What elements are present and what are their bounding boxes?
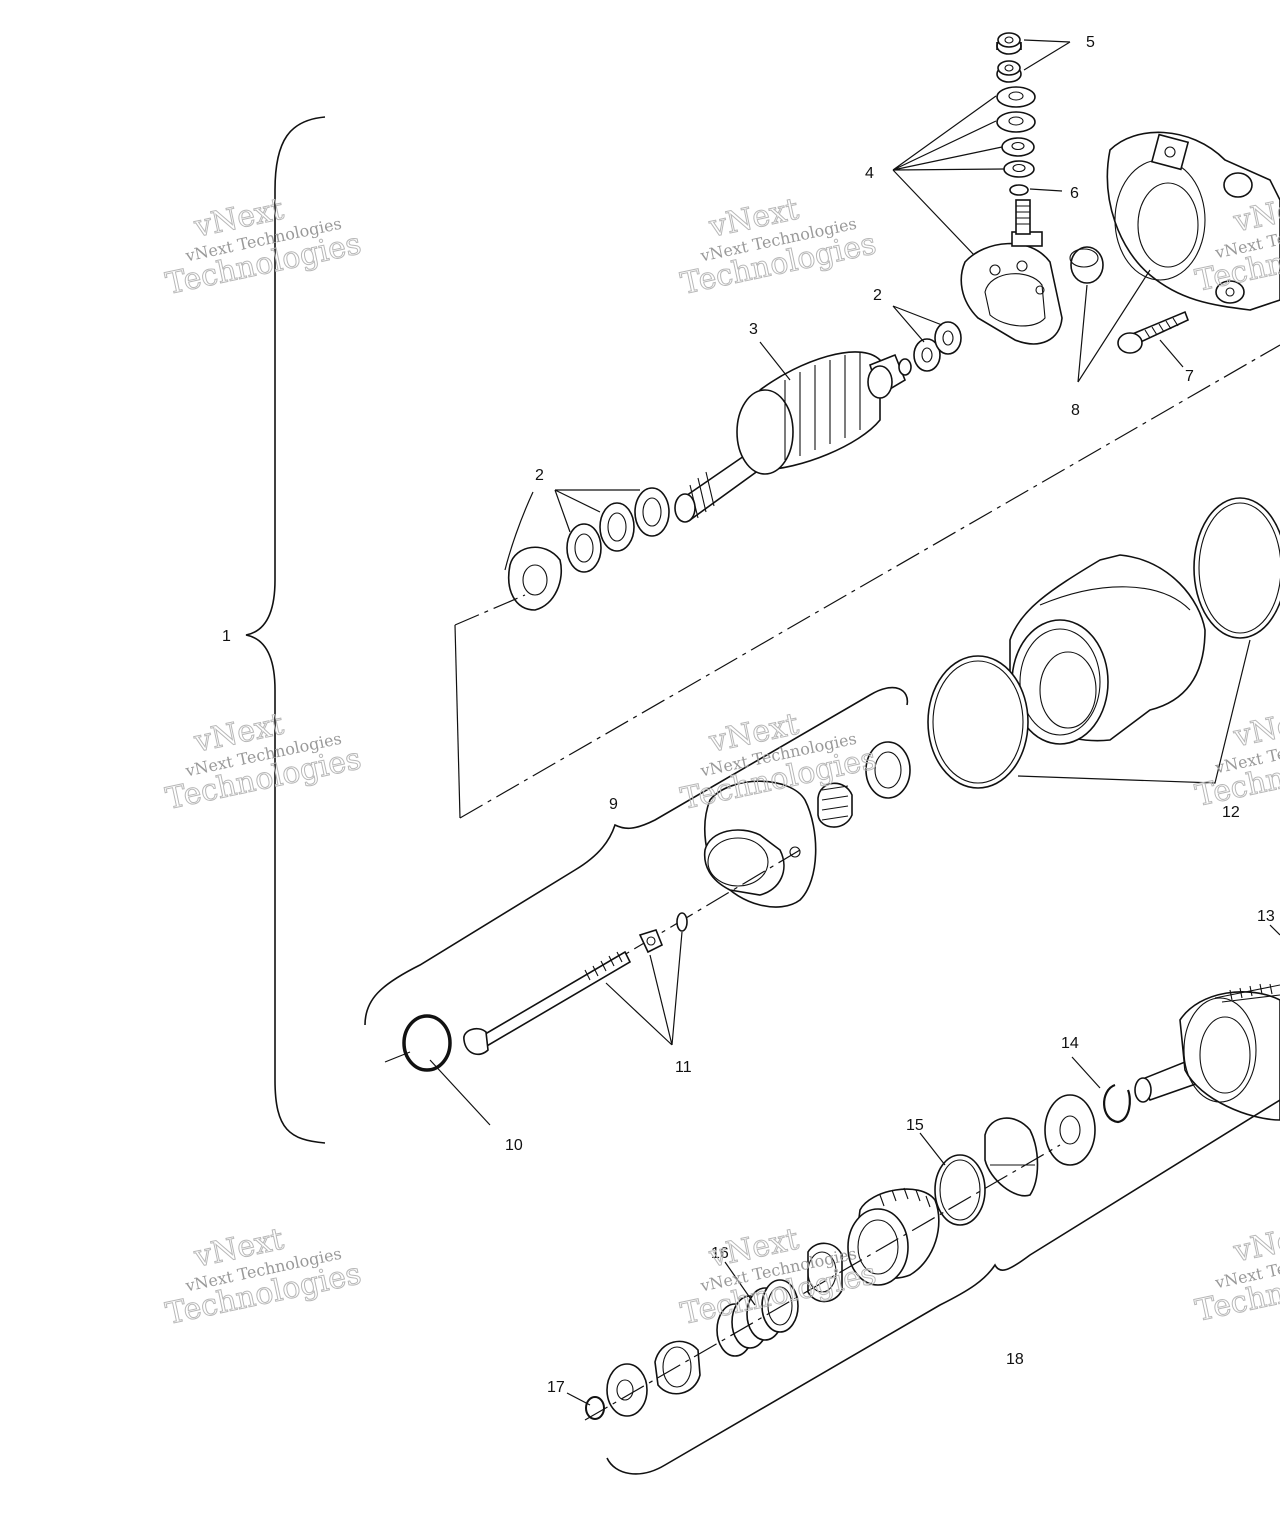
callout-5: 5: [1086, 34, 1095, 51]
watermark-bottom-right: vNext vNext Technologies Technologies: [1192, 1216, 1280, 1329]
callout-17: 17: [547, 1379, 565, 1396]
pinion-gear: [847, 1187, 940, 1286]
watermark-top-left: vNext vNext Technologies Technologies: [162, 191, 364, 302]
clutch-shaft: [1134, 983, 1280, 1121]
callout-7: 7: [1185, 368, 1194, 385]
callout-12: 12: [1222, 804, 1240, 821]
callout-15: 15: [906, 1117, 924, 1134]
callout-10: 10: [505, 1137, 523, 1154]
clip-17: [585, 1396, 605, 1420]
callout-1: 1: [222, 628, 231, 645]
callout-4: 4: [865, 165, 874, 182]
callout-2a: 2: [873, 287, 882, 304]
group-brace-1: [245, 116, 326, 1144]
callout-11: 11: [675, 1059, 692, 1076]
yoke-housing: [927, 497, 1280, 789]
armature: [674, 351, 912, 523]
bolt-7: [1117, 310, 1190, 354]
watermark-mid-left: vNext vNext Technologies Technologies: [162, 706, 364, 817]
clutch-clip-washers: [984, 1083, 1131, 1197]
callout-6: 6: [1070, 185, 1079, 202]
callout-14: 14: [1061, 1035, 1079, 1052]
sleeve: [807, 1242, 843, 1303]
terminal-nut-stack: [996, 32, 1036, 196]
brush-holder-plate: [960, 199, 1063, 345]
ring-15: [934, 1154, 986, 1226]
stop-collar: [606, 1340, 701, 1417]
group-brace-18: [606, 1099, 1280, 1475]
watermark-top-center: vNext vNext Technologies Technologies: [677, 191, 879, 302]
snap-ring-10: [384, 1014, 452, 1072]
end-cover: [1069, 131, 1280, 311]
watermark-bottom-left: vNext vNext Technologies Technologies: [162, 1221, 364, 1332]
through-bolt: [463, 912, 688, 1056]
callout-8: 8: [1071, 402, 1080, 419]
front-bracket: [703, 741, 911, 908]
callout-2b: 2: [535, 467, 544, 484]
callout-3: 3: [749, 321, 758, 338]
spring-16: [716, 1279, 799, 1357]
washers-2-upper: [913, 321, 962, 372]
group-brace-9: [364, 686, 909, 1026]
watermark-mid-right: vNext vNext Technologies Technologies: [1192, 701, 1280, 814]
callout-18: 18: [1006, 1351, 1024, 1368]
callout-13: 13: [1257, 908, 1275, 925]
callout-labels: 1 2 2 3 4 5 6 7 8 9 10 11 12 13 14 15 16…: [222, 34, 1275, 1396]
washers-2-lower: [508, 487, 670, 611]
callout-9: 9: [609, 796, 618, 813]
callout-16: 16: [711, 1245, 729, 1262]
